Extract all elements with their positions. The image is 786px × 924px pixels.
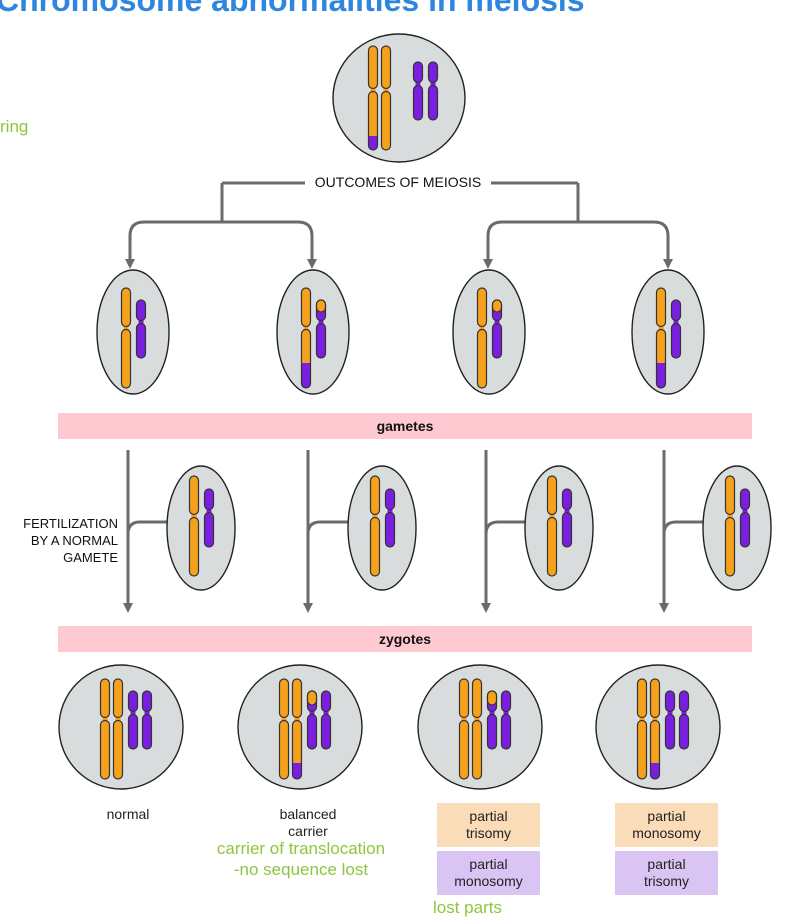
zygote-label-balanced-carrier: balanced carrier bbox=[258, 806, 358, 840]
chromosome bbox=[320, 690, 332, 750]
fertilization-label: FERTILIZATION BY A NORMAL GAMETE bbox=[23, 515, 118, 566]
chromosome bbox=[135, 299, 147, 359]
box-text: monosomy bbox=[632, 825, 701, 841]
fertilization-line-3: GAMETE bbox=[63, 550, 118, 565]
normal-gamete-cell-1 bbox=[166, 465, 236, 591]
cell-membrane bbox=[276, 269, 350, 395]
chromosome bbox=[739, 488, 751, 548]
chromosome bbox=[458, 678, 470, 780]
cell-membrane bbox=[96, 269, 170, 395]
normal-gamete-cell-3 bbox=[524, 465, 594, 591]
normal-gamete-cell-2 bbox=[347, 465, 417, 591]
chromosome bbox=[120, 287, 132, 389]
chromosome bbox=[471, 678, 483, 780]
chromosome bbox=[384, 488, 396, 548]
gamete-cell-4 bbox=[631, 269, 705, 395]
fertilization-joiner-2 bbox=[306, 520, 348, 535]
gametes-band: gametes bbox=[58, 413, 752, 439]
cell-membrane bbox=[631, 269, 705, 395]
carrier-text: carrier bbox=[288, 823, 328, 839]
gametes-label: gametes bbox=[376, 418, 434, 434]
box-text: trisomy bbox=[643, 873, 690, 889]
chromosome bbox=[476, 287, 488, 389]
normal-gamete-cell-4 bbox=[702, 465, 772, 591]
box-text: trisomy bbox=[465, 825, 512, 841]
cell-membrane bbox=[702, 465, 772, 591]
chromosome bbox=[636, 678, 648, 780]
outcomes-label: OUTCOMES OF MEIOSIS bbox=[305, 174, 491, 191]
fertilization-joiner-3 bbox=[484, 520, 525, 535]
zygotes-band: zygotes bbox=[58, 626, 752, 652]
chromosome bbox=[291, 678, 303, 780]
zygote-label-normal: normal bbox=[106, 806, 150, 822]
chromosome bbox=[670, 299, 682, 359]
parent-cell bbox=[332, 33, 466, 163]
connector-lines bbox=[123, 181, 703, 613]
chromosome bbox=[369, 475, 381, 577]
chromosome bbox=[427, 61, 439, 121]
box-text: partial bbox=[647, 808, 686, 824]
box-text: monosomy bbox=[454, 873, 523, 889]
chromosome bbox=[380, 45, 392, 151]
gamete-cell-2 bbox=[276, 269, 350, 395]
chromosome bbox=[664, 690, 676, 750]
chromosome bbox=[112, 678, 124, 780]
chromosome bbox=[300, 287, 312, 389]
carrier-annotation-line-1: carrier of translocation bbox=[216, 839, 386, 858]
cell-membrane bbox=[166, 465, 236, 591]
box-text: partial bbox=[647, 856, 686, 872]
chromosome bbox=[649, 678, 661, 780]
chromosome bbox=[500, 690, 512, 750]
zygote-cell-1 bbox=[58, 664, 184, 790]
zygote-cell-3 bbox=[417, 664, 543, 790]
fertilization-joiner-4 bbox=[662, 520, 703, 535]
chromosome bbox=[188, 475, 200, 577]
chromosome bbox=[203, 488, 215, 548]
zygote-cell-4 bbox=[595, 664, 721, 790]
fertilization-joiner-1 bbox=[126, 520, 167, 535]
box-text: partial bbox=[469, 856, 508, 872]
gamete-cell-1 bbox=[96, 269, 170, 395]
fertilization-line-2: BY A NORMAL bbox=[30, 533, 118, 548]
chromosome bbox=[278, 678, 290, 780]
chromosome bbox=[678, 690, 690, 750]
chromosome bbox=[141, 690, 153, 750]
zygote-cell-2 bbox=[237, 664, 363, 790]
box-text: partial bbox=[469, 808, 508, 824]
cell-membrane bbox=[347, 465, 417, 591]
page-title: Chromosome abnormalities in meiosis bbox=[0, 0, 585, 18]
left-branch bbox=[128, 220, 314, 258]
right-branch bbox=[486, 220, 670, 258]
chromosome bbox=[367, 45, 379, 151]
fertilization-line-1: FERTILIZATION bbox=[23, 516, 118, 531]
lost-parts-annotation: lost parts bbox=[433, 898, 502, 917]
carrier-annotation: carrier of translocation -no sequence lo… bbox=[196, 838, 406, 880]
cell-membrane bbox=[452, 269, 526, 395]
gamete-cell-3 bbox=[452, 269, 526, 395]
chromosome bbox=[412, 61, 424, 121]
zygotes-label: zygotes bbox=[378, 631, 432, 647]
chromosome bbox=[724, 475, 736, 577]
cell-membrane bbox=[332, 33, 466, 163]
side-text-fragment: ring bbox=[0, 117, 29, 136]
chromosome bbox=[561, 488, 573, 548]
balanced-text: balanced bbox=[279, 806, 337, 822]
chromosome bbox=[99, 678, 111, 780]
cell-membrane bbox=[524, 465, 594, 591]
chromosome bbox=[546, 475, 558, 577]
carrier-annotation-line-2: -no sequence lost bbox=[233, 860, 369, 879]
chromosome bbox=[655, 287, 667, 389]
chromosome bbox=[127, 690, 139, 750]
